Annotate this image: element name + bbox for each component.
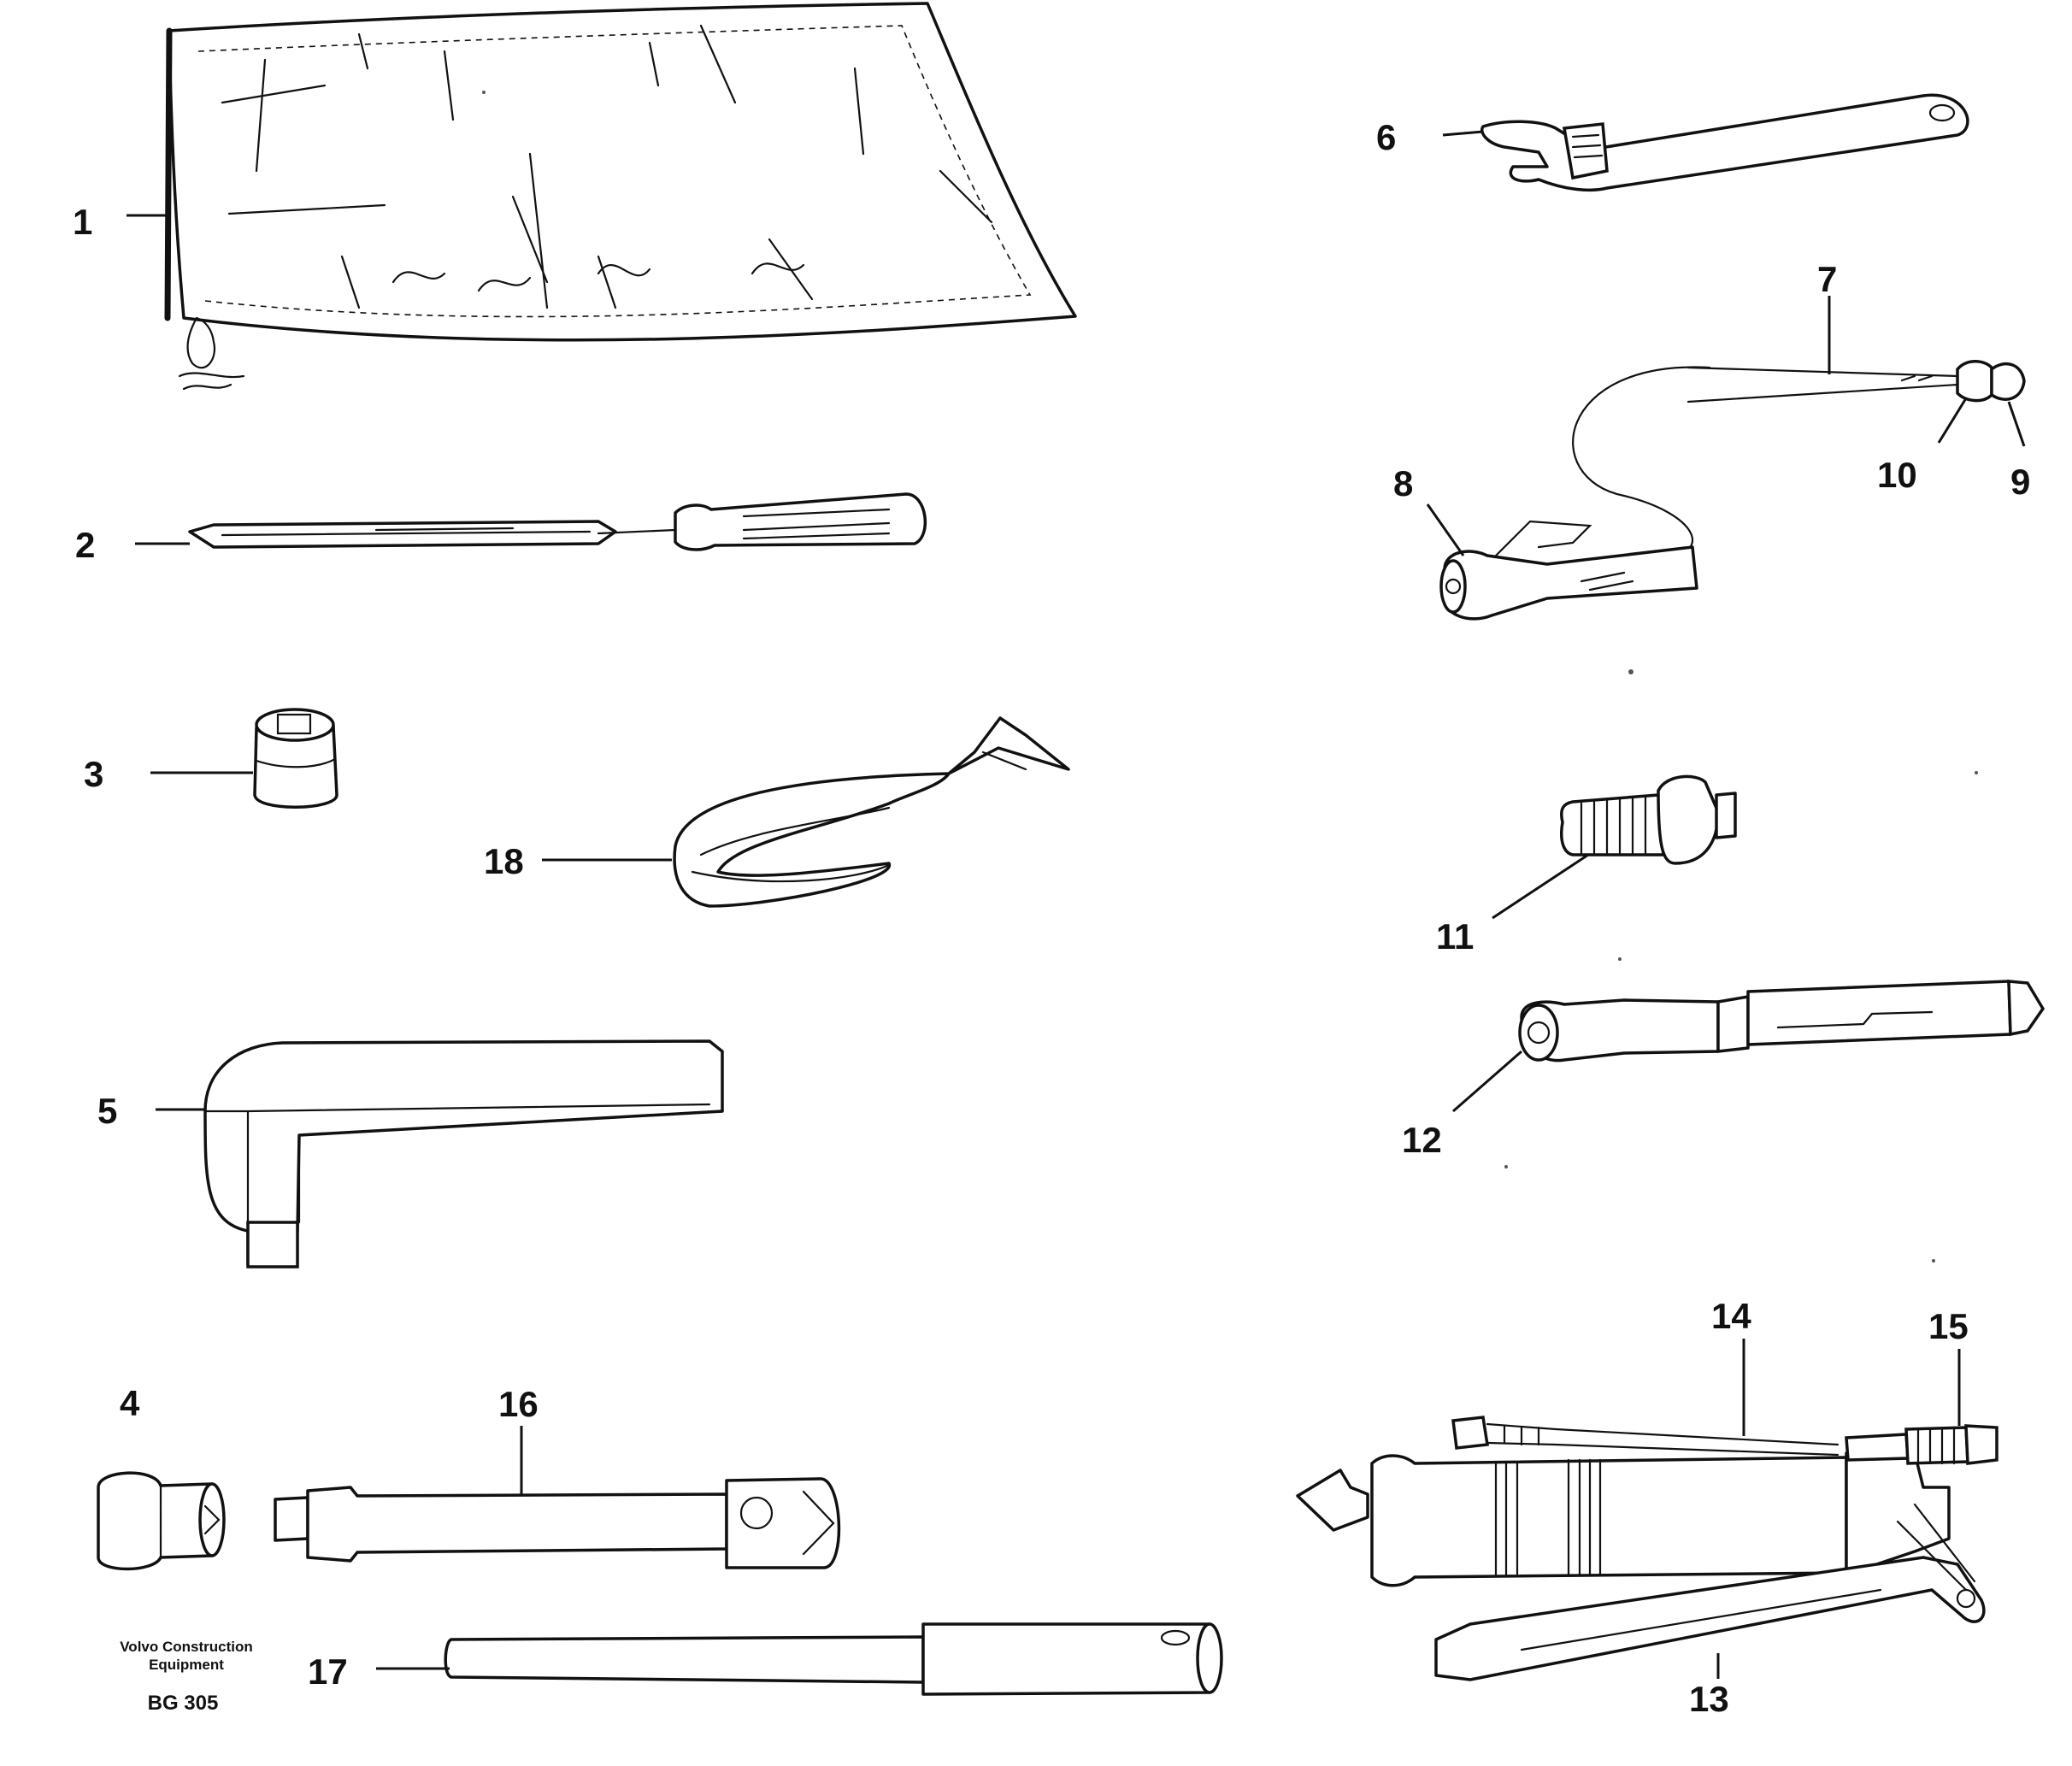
- callout-6: 6: [1376, 117, 1396, 157]
- callout-3: 3: [84, 754, 103, 794]
- callout-11: 11: [1436, 916, 1474, 957]
- callout-4: 4: [120, 1383, 140, 1423]
- callout-8: 8: [1393, 463, 1413, 503]
- leader-6: [1442, 130, 1484, 137]
- socket-small: [253, 708, 338, 809]
- leader-11: [1492, 853, 1589, 920]
- callout-9: 9: [2010, 462, 2030, 502]
- callout-17: 17: [308, 1651, 348, 1692]
- callout-10: 10: [1877, 455, 1917, 495]
- leader-8: [1426, 503, 1465, 556]
- adjustable-wrench: [1480, 93, 1969, 192]
- callout-7: 7: [1817, 259, 1837, 299]
- scan-speck: [1618, 957, 1622, 961]
- leader-9: [2007, 401, 2026, 447]
- callout-16: 16: [498, 1384, 539, 1424]
- callout-13: 13: [1689, 1679, 1729, 1719]
- socket-large: [97, 1471, 226, 1571]
- tube-handle: [444, 1622, 1223, 1696]
- footer-code: BG 305: [148, 1692, 219, 1715]
- grease-gun: [1296, 1416, 1998, 1681]
- screwdriver: [188, 492, 927, 551]
- footer-company-line2: Equipment: [149, 1657, 224, 1673]
- scan-speck: [482, 91, 486, 94]
- callout-1: 1: [73, 202, 92, 242]
- strap-wrench: [673, 716, 1070, 908]
- callout-5: 5: [97, 1091, 117, 1131]
- leader-10: [1937, 397, 1968, 444]
- extension-bar: [274, 1477, 841, 1569]
- hex-key: [203, 1039, 724, 1269]
- callout-18: 18: [484, 841, 524, 881]
- scan-speck: [1504, 1165, 1508, 1169]
- scan-speck: [1628, 669, 1633, 674]
- callout-14: 14: [1711, 1296, 1751, 1336]
- callout-15: 15: [1928, 1306, 1969, 1346]
- callout-12: 12: [1402, 1120, 1442, 1160]
- adapter-nipple: [1560, 774, 1737, 865]
- pressure-gauge: [1518, 980, 2046, 1063]
- leader-12: [1452, 1050, 1522, 1113]
- tyre-inflator: [1439, 360, 2026, 621]
- callout-2: 2: [75, 525, 95, 565]
- tool-bag: [164, 2, 1077, 391]
- scan-speck: [1975, 771, 1978, 774]
- footer-company-line1: Volvo Construction: [120, 1639, 253, 1655]
- scan-speck: [1932, 1259, 1935, 1263]
